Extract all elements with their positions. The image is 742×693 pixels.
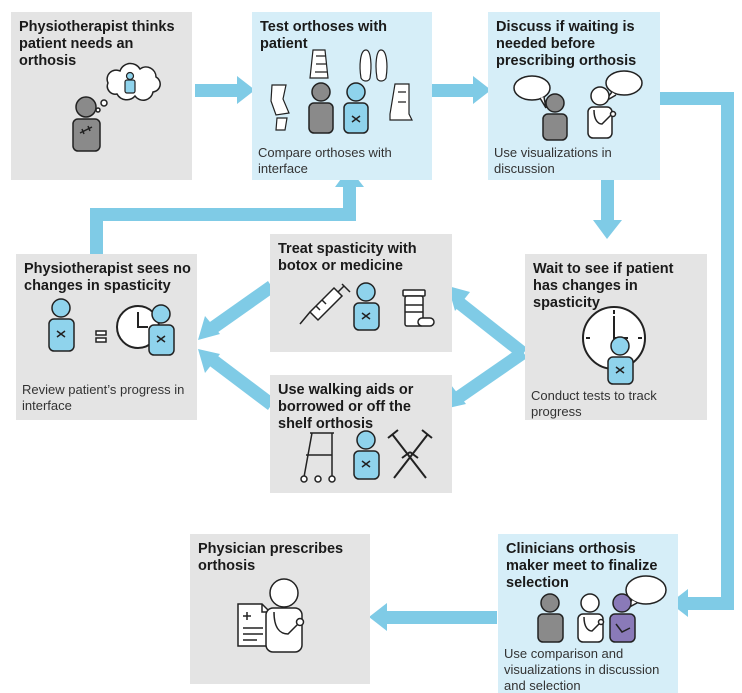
step-3-title: Discuss if waiting is needed before pres… [496, 19, 637, 69]
arrow-3-to-8-c [686, 597, 734, 610]
step-9-box: Physician prescribes orthosis [190, 534, 370, 684]
step-4-caption: Conduct tests to track progress [531, 388, 657, 419]
arrow-6-to-7-head [198, 349, 220, 373]
arrow-8-to-9 [384, 611, 497, 624]
step-9-title: Physician prescribes orthosis [198, 541, 344, 574]
step-8-caption: Use comparison and visualizations in dis… [504, 646, 660, 693]
step-5-title: Treat spasticity with botox or medicine [278, 241, 417, 274]
step-6-box: Use walking aids or borrowed or off the … [270, 375, 452, 493]
arrow-3-to-4-head [593, 220, 622, 239]
step-7-title: Physiotherapist sees no changes in spast… [24, 261, 191, 294]
arrow-2-to-3-head [473, 76, 491, 104]
step-3-caption: Use visualizations in discussion [494, 145, 612, 176]
step-2-title: Test orthoses with patient [260, 19, 388, 52]
arrow-5-to-7-head [198, 316, 220, 340]
arrow-3-to-8-head [670, 589, 688, 617]
arrow-3-to-4 [601, 180, 614, 222]
arrow-1-to-2 [195, 84, 240, 97]
step-2-caption: Compare orthoses with interface [258, 145, 392, 176]
arrow-7-to-2-c [343, 184, 356, 221]
arrow-2-to-3 [421, 84, 476, 97]
arrow-5-to-7 [207, 281, 275, 335]
arrow-3-to-8-a [657, 92, 734, 105]
arrow-3-to-8-b [721, 92, 734, 610]
step-1-box: Physiotherapist thinks patient needs an … [11, 12, 192, 180]
step-5-box: Treat spasticity with botox or medicine [270, 234, 452, 352]
arrow-7-to-2-b [90, 208, 356, 221]
step-7-caption: Review patient’s progress in interface [22, 382, 185, 413]
arrow-1-to-2-head [237, 76, 255, 104]
step-3-box: Discuss if waiting is needed before pres… [488, 12, 660, 180]
arrow-4-to-5 [454, 296, 527, 359]
arrow-6-to-7 [207, 353, 275, 410]
arrow-4-to-5-head [448, 286, 470, 311]
step-1-title: Physiotherapist thinks patient needs an … [19, 19, 175, 69]
step-6-title: Use walking aids or borrowed or off the … [278, 382, 414, 432]
arrow-8-to-9-head [369, 603, 387, 631]
arrow-4-to-6 [452, 347, 527, 405]
step-8-title: Clinicians orthosis maker meet to finali… [506, 541, 658, 591]
step-4-title: Wait to see if patient has changes in sp… [533, 261, 674, 311]
